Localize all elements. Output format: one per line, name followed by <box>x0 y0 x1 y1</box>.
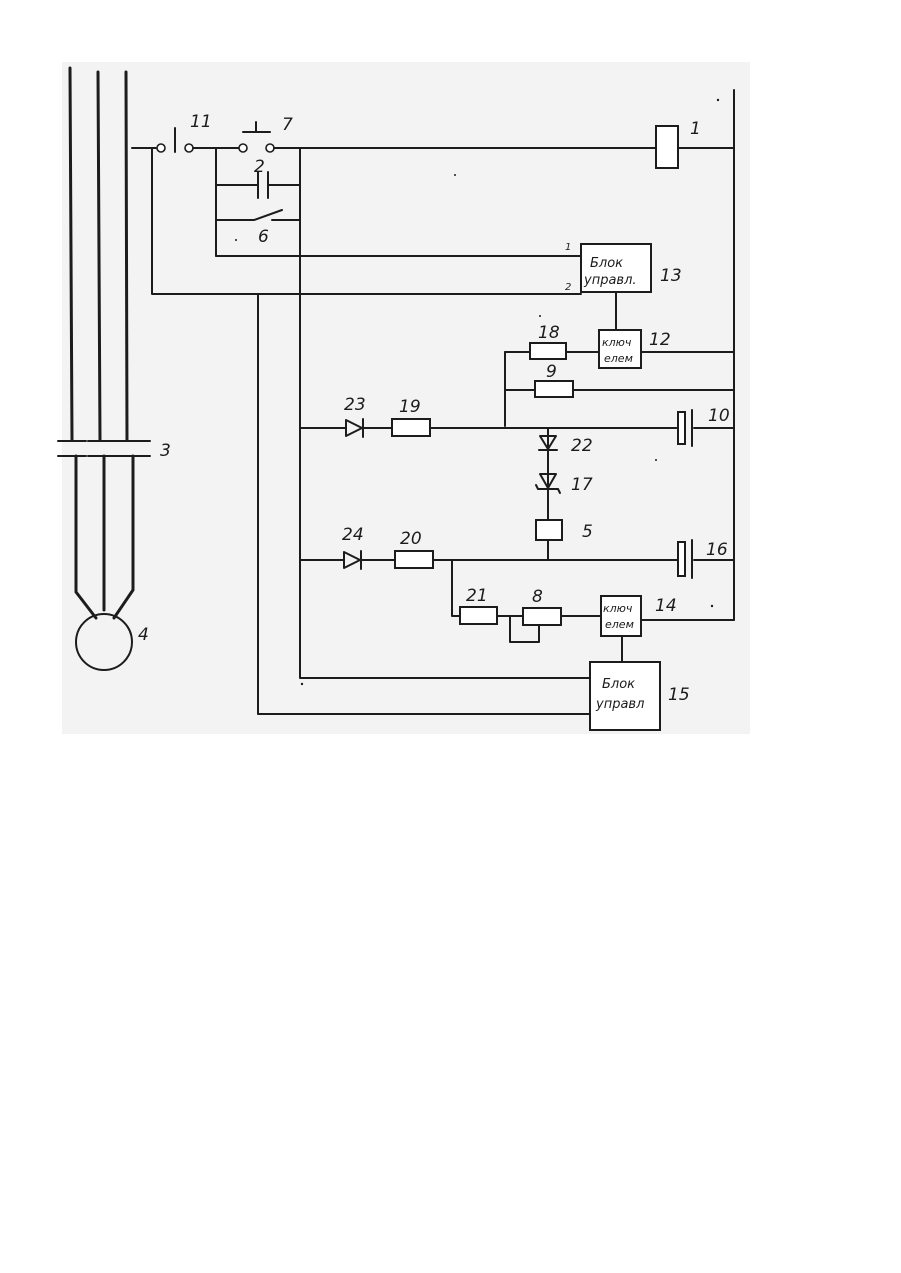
label-17: 17 <box>571 475 593 495</box>
label-15: 15 <box>668 685 690 705</box>
resistor-21 <box>460 607 497 624</box>
label-23: 23 <box>344 395 366 415</box>
label-6: 6 <box>258 227 269 247</box>
pin-1: 1 <box>565 242 571 253</box>
block-15-line1: Блок <box>602 677 635 692</box>
resistor-8 <box>523 608 561 625</box>
label-14: 14 <box>655 596 677 616</box>
label-16: 16 <box>706 540 728 560</box>
label-8: 8 <box>532 587 543 607</box>
relay-5 <box>536 520 562 540</box>
label-9: 9 <box>546 362 557 382</box>
label-13: 13 <box>660 266 682 286</box>
label-4: 4 <box>138 625 149 645</box>
resistor-18 <box>530 343 566 359</box>
label-12: 12 <box>649 330 671 350</box>
label-1: 1 <box>690 119 701 139</box>
label-11: 11 <box>190 112 212 132</box>
contactor-coil-1 <box>656 126 678 168</box>
label-21: 21 <box>466 586 488 606</box>
key-14-line2: елем <box>605 618 634 631</box>
label-5: 5 <box>582 522 593 542</box>
label-24: 24 <box>342 525 364 545</box>
label-22: 22 <box>571 436 593 456</box>
label-20: 20 <box>400 529 422 549</box>
block-13-line1: Блок <box>590 256 623 271</box>
key-14-line1: ключ <box>603 602 633 615</box>
resistor-9 <box>535 381 573 397</box>
label-3: 3 <box>160 441 171 461</box>
control-block-15 <box>590 662 660 730</box>
block-15-line2: управл <box>595 697 644 712</box>
label-7: 7 <box>282 115 293 135</box>
resistor-19 <box>392 419 430 436</box>
label-19: 19 <box>399 397 421 417</box>
label-10: 10 <box>708 406 730 426</box>
key-12-line1: ключ <box>602 336 632 349</box>
key-12-line2: елем <box>604 352 633 365</box>
label-18: 18 <box>538 323 560 343</box>
block-13-line2: управл. <box>583 273 637 288</box>
pin-2: 2 <box>565 282 571 293</box>
label-2: 2 <box>254 157 265 177</box>
resistor-20 <box>395 551 433 568</box>
